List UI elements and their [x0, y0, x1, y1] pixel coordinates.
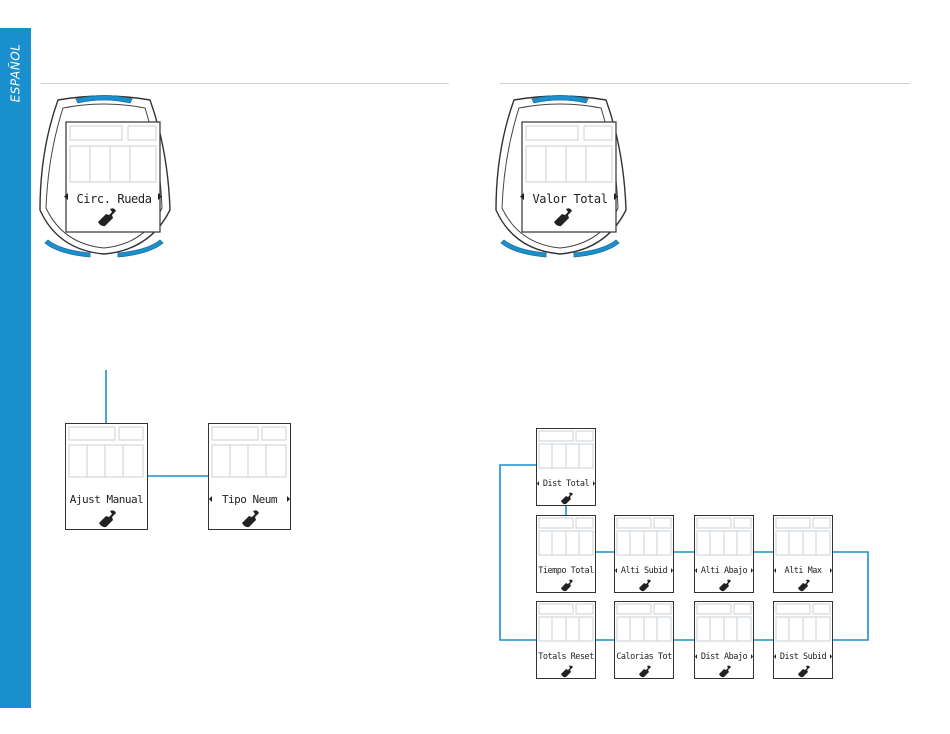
lcd-frame — [694, 515, 754, 593]
device-left-screen-label: Circ. Rueda — [73, 192, 155, 206]
screen-label: Dist Abajo — [694, 652, 754, 662]
screen-ajust-manual: Ajust Manual — [65, 423, 148, 530]
screen-alti-abajo: Alti Abajo — [694, 515, 754, 593]
lcd-frame — [773, 515, 833, 593]
screen-alti-subid: Alti Subid — [614, 515, 674, 593]
lcd-frame — [614, 601, 674, 679]
screen-label: Calorias Tot — [614, 652, 674, 662]
screen-label: Dist Total — [536, 479, 596, 489]
screen-tipo-neum: Tipo Neum — [208, 423, 291, 530]
screen-label: Tiempo Total — [536, 566, 596, 576]
screen-dist-abajo: Dist Abajo — [694, 601, 754, 679]
screen-label: Totals Reset — [536, 652, 596, 662]
screen-label: Tipo Neum — [208, 493, 291, 506]
lcd-frame — [614, 515, 674, 593]
screen-dist-total: Dist Total — [536, 428, 596, 506]
screen-dist-subid: Dist Subid — [773, 601, 833, 679]
screen-label: Dist Subid — [773, 652, 833, 662]
device-right-screen-label: Valor Total — [529, 192, 611, 206]
language-tab-label-wrap: ESPAÑOL — [0, 28, 31, 118]
screen-calorias-tot: Calorias Tot — [614, 601, 674, 679]
screen-tiempo-total: Tiempo Total — [536, 515, 596, 593]
lcd-frame — [773, 601, 833, 679]
screen-label: Alti Abajo — [694, 566, 754, 576]
screen-alti-max: Alti Max — [773, 515, 833, 593]
screen-label: Alti Subid — [614, 566, 674, 576]
language-side-tab: ESPAÑOL — [0, 28, 31, 708]
lcd-frame — [536, 601, 596, 679]
screen-label: Ajust Manual — [65, 493, 148, 506]
lcd-frame — [694, 601, 754, 679]
screen-label: Alti Max — [773, 566, 833, 576]
left-column-rule — [41, 83, 449, 84]
lcd-frame — [65, 423, 148, 530]
screen-totals-reset: Totals Reset — [536, 601, 596, 679]
lcd-frame — [208, 423, 291, 530]
lcd-frame — [536, 515, 596, 593]
right-column-rule — [500, 83, 910, 84]
language-tab-label: ESPAÑOL — [9, 44, 23, 103]
lcd-frame — [536, 428, 596, 506]
